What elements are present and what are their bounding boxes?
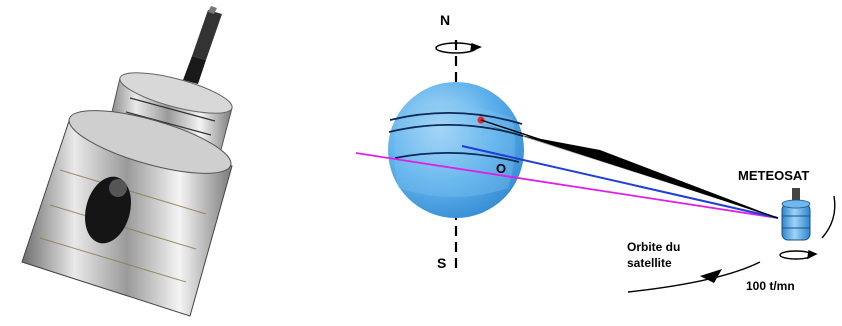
meteosat-satellite-photo [21, 6, 233, 317]
north-rotation-arrow-icon [435, 42, 482, 54]
orbit-label-line2: satellite [627, 256, 672, 270]
earth-globe [388, 82, 524, 218]
scan-line [461, 145, 779, 219]
satellite-rotation-arrow-icon [779, 249, 818, 260]
north-label: N [440, 12, 450, 28]
satellite-main-body [21, 110, 233, 317]
equatorial-plane-line [355, 152, 779, 219]
orbit-label-line1: Orbite du [627, 240, 680, 254]
rotation-speed-label: 100 t/mn [746, 279, 795, 293]
orbit-direction-arrow-icon [700, 269, 722, 283]
origin-label: O [496, 161, 506, 176]
south-label: S [437, 255, 446, 271]
satellite-name-label: METEOSAT [738, 168, 809, 183]
meteosat-schematic [781, 188, 811, 241]
satellite-antenna [183, 6, 222, 84]
view-cone [478, 119, 779, 219]
